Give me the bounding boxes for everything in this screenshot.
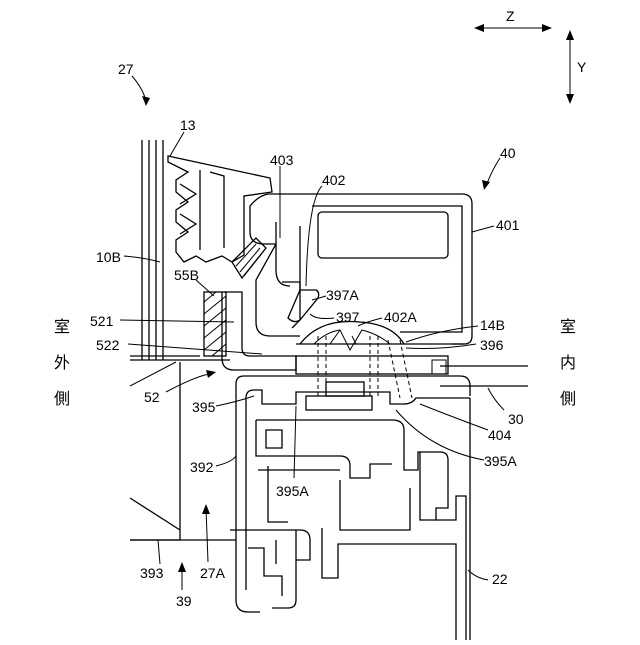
label-10B: 10B xyxy=(96,249,121,265)
hatched-block-55B xyxy=(204,292,226,356)
label-30: 30 xyxy=(508,411,524,427)
svg-text:側: 側 xyxy=(54,389,70,408)
label-39: 39 xyxy=(176,593,192,609)
label-522: 522 xyxy=(96,337,120,353)
label-27: 27 xyxy=(118,61,134,77)
hidden-lines xyxy=(318,336,412,398)
label-392: 392 xyxy=(190,459,214,475)
gasket-13 xyxy=(168,156,272,262)
outdoor-side-label: 室 外 側 xyxy=(54,317,70,408)
label-27A: 27A xyxy=(200,565,226,581)
label-393: 393 xyxy=(140,565,164,581)
svg-text:内: 内 xyxy=(560,353,576,372)
label-40: 40 xyxy=(500,145,516,161)
axis-indicator: Z Y xyxy=(474,8,587,104)
svg-text:室: 室 xyxy=(54,317,70,336)
label-52: 52 xyxy=(144,389,160,405)
label-395A-left: 395A xyxy=(276,483,309,499)
indoor-side-label: 室 内 側 xyxy=(560,317,576,408)
label-397: 397 xyxy=(336,309,360,325)
label-22: 22 xyxy=(492,571,508,587)
label-404: 404 xyxy=(488,427,512,443)
label-395A-right: 395A xyxy=(484,453,517,469)
label-397A: 397A xyxy=(326,287,359,303)
svg-text:側: 側 xyxy=(560,389,576,408)
label-13: 13 xyxy=(180,117,196,133)
label-402: 402 xyxy=(322,172,346,188)
label-395: 395 xyxy=(192,399,216,415)
label-14B: 14B xyxy=(480,317,505,333)
label-401: 401 xyxy=(496,217,520,233)
seal-dome xyxy=(300,321,404,350)
glass-panel xyxy=(142,140,163,360)
label-402A: 402A xyxy=(384,309,417,325)
svg-text:外: 外 xyxy=(54,353,70,372)
hook-402 xyxy=(276,244,319,322)
label-55B: 55B xyxy=(174,267,199,283)
label-403: 403 xyxy=(270,152,294,168)
y-axis-label: Y xyxy=(577,59,587,75)
reference-labels: 27 13 403 402 40 401 10B 55B 397A 397 40… xyxy=(90,61,524,609)
z-axis-label: Z xyxy=(506,8,515,24)
label-396: 396 xyxy=(480,337,504,353)
label-521: 521 xyxy=(90,313,114,329)
svg-text:室: 室 xyxy=(560,317,576,336)
